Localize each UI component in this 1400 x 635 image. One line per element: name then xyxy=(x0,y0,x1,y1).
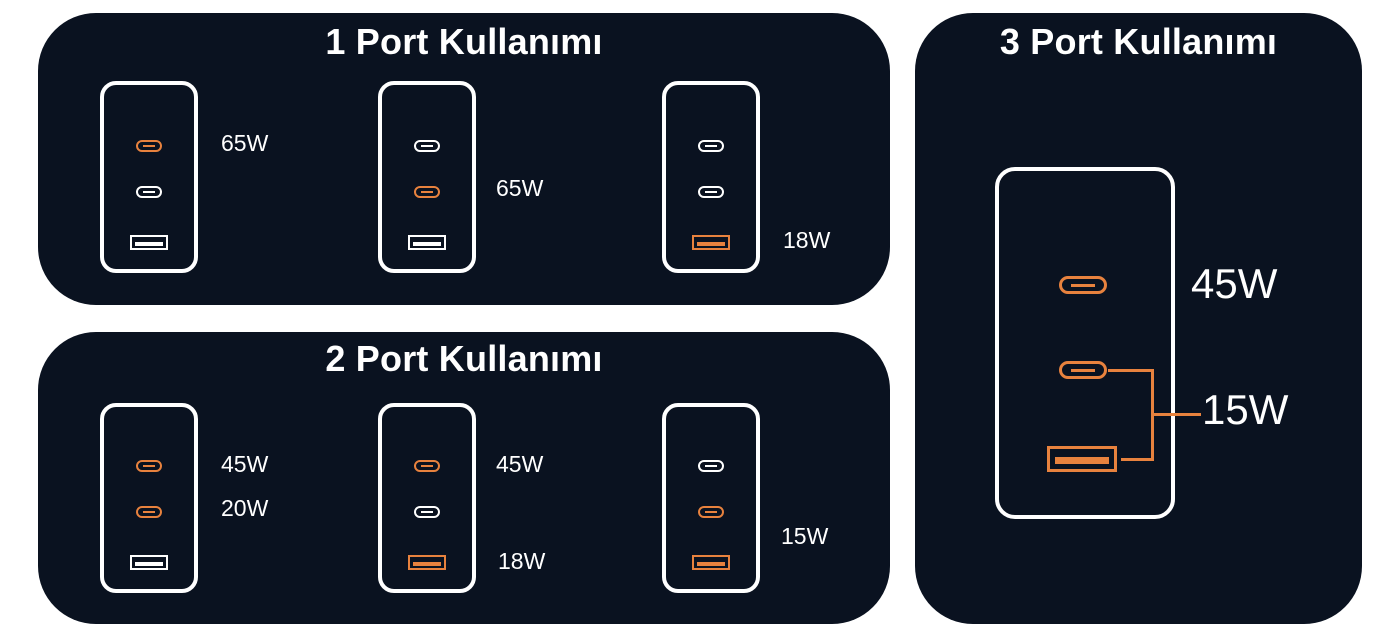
charger-two-port-2 xyxy=(378,403,476,593)
usb-c-port-1-icon xyxy=(136,460,162,472)
wattage-label: 18W xyxy=(498,548,546,574)
usb-c-port-2-icon xyxy=(414,186,440,198)
usb-a-port-icon xyxy=(1047,446,1117,472)
usb-c-port-2-icon xyxy=(698,506,724,518)
wattage-label: 65W xyxy=(496,175,544,201)
connector-line-top xyxy=(1108,369,1152,372)
usb-a-port-icon xyxy=(692,555,730,570)
wattage-label: 20W xyxy=(221,495,269,521)
wattage-label: 18W xyxy=(783,227,831,253)
usb-c-port-1-icon xyxy=(414,460,440,472)
two-port-panel: 2 Port Kullanımı 45W 20W 45W 18W 15W xyxy=(38,332,890,624)
usb-a-port-icon xyxy=(130,555,168,570)
charger-one-port-2 xyxy=(378,81,476,273)
usb-c-port-1-icon xyxy=(136,140,162,152)
two-port-title: 2 Port Kullanımı xyxy=(325,338,603,379)
usb-c-port-1-icon xyxy=(698,140,724,152)
usb-c-port-2-icon xyxy=(136,506,162,518)
wattage-label-big: 45W xyxy=(1191,260,1278,307)
wattage-label: 65W xyxy=(221,130,269,156)
wattage-label: 45W xyxy=(221,451,269,477)
usb-a-port-icon xyxy=(408,235,446,250)
usb-c-port-2-icon xyxy=(414,506,440,518)
three-port-title: 3 Port Kullanımı xyxy=(999,21,1278,62)
wattage-label: 45W xyxy=(496,451,544,477)
usb-c-port-2-icon xyxy=(136,186,162,198)
connector-line-out xyxy=(1151,413,1201,416)
one-port-title: 1 Port Kullanımı xyxy=(325,21,603,62)
usb-c-port-1-icon xyxy=(698,460,724,472)
wattage-label: 15W xyxy=(781,523,829,549)
usb-a-port-icon xyxy=(692,235,730,250)
usb-c-port-1-icon xyxy=(414,140,440,152)
charger-one-port-1 xyxy=(100,81,198,273)
wattage-label-big: 15W xyxy=(1202,386,1289,433)
charger-one-port-3 xyxy=(662,81,760,273)
charger-three-port xyxy=(995,167,1175,519)
usb-a-port-icon xyxy=(130,235,168,250)
charger-two-port-3 xyxy=(662,403,760,593)
usb-c-port-2-icon xyxy=(698,186,724,198)
connector-line-bottom xyxy=(1121,458,1152,461)
usb-c-port-1-icon xyxy=(1059,276,1107,294)
one-port-panel: 1 Port Kullanımı 65W 65W 18W xyxy=(38,13,890,305)
usb-a-port-icon xyxy=(408,555,446,570)
charger-two-port-1 xyxy=(100,403,198,593)
usb-c-port-2-icon xyxy=(1059,361,1107,379)
three-port-panel: 3 Port Kullanımı 45W 15W xyxy=(915,13,1362,624)
